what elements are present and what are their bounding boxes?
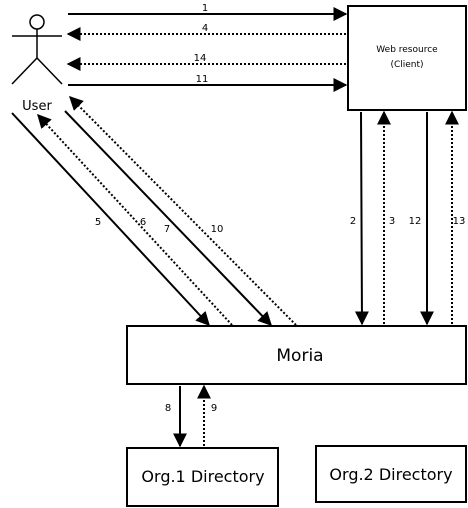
user-label: User bbox=[22, 99, 52, 114]
org1-directory-box bbox=[126, 447, 279, 507]
web-resource-box bbox=[347, 5, 467, 111]
flow-7-label: 7 bbox=[164, 224, 170, 235]
flow-4-label: 4 bbox=[202, 23, 208, 34]
flow-14-label: 14 bbox=[194, 53, 207, 64]
flow-11-label: 11 bbox=[196, 74, 209, 85]
flow-5-arrow bbox=[11, 112, 210, 327]
moria-box bbox=[126, 325, 467, 385]
flow-1-label: 1 bbox=[202, 3, 208, 14]
flow-8-label: 8 bbox=[165, 403, 171, 414]
moria-label: Moria bbox=[276, 346, 323, 366]
org2-directory-label: Org.2 Directory bbox=[329, 465, 452, 484]
flow-10-label: 10 bbox=[211, 224, 224, 235]
web-resource-title: Web resource bbox=[376, 45, 438, 55]
flow-12-label: 12 bbox=[409, 216, 422, 227]
org2-directory-box bbox=[315, 445, 467, 503]
web-resource-subtitle: (Client) bbox=[390, 60, 423, 70]
org1-directory-label: Org.1 Directory bbox=[141, 467, 264, 486]
flow-10-arrow bbox=[69, 96, 297, 326]
flow-6-arrow bbox=[37, 113, 233, 326]
flow-9-label: 9 bbox=[211, 403, 217, 414]
flow-6-label: 6 bbox=[140, 217, 146, 228]
flow-3-label: 3 bbox=[389, 216, 395, 227]
user-actor-icon bbox=[11, 14, 63, 85]
flow-7-arrow bbox=[64, 110, 272, 327]
flow-2-arrow bbox=[354, 111, 369, 326]
flow-13-label: 13 bbox=[453, 216, 466, 227]
flow-5-label: 5 bbox=[95, 217, 101, 228]
flow-2-label: 2 bbox=[350, 216, 356, 227]
